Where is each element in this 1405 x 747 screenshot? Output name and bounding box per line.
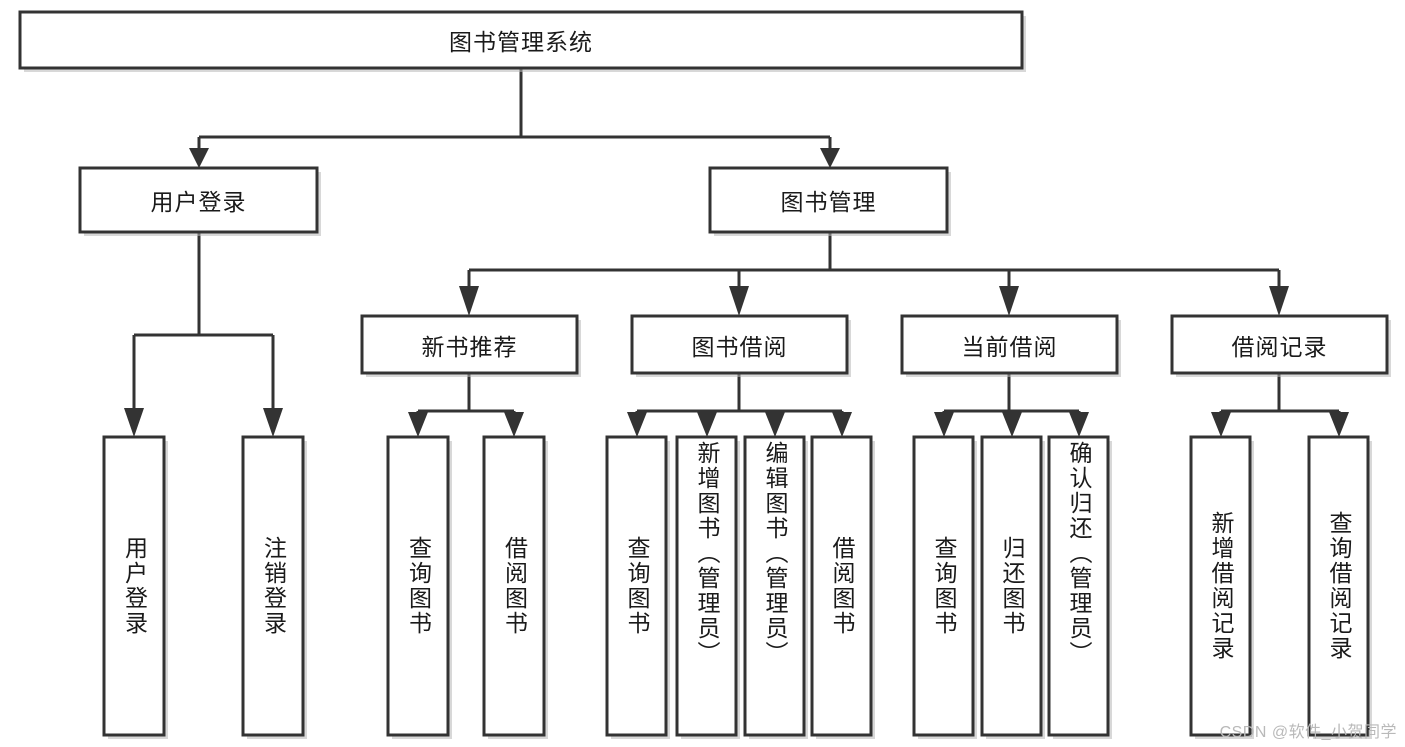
arrow-head-leaf-user-login (124, 408, 144, 437)
arrow-head-leaf-borrow-book-1 (504, 412, 524, 437)
box-leaf-query-record[interactable] (1307, 435, 1370, 737)
connector-group-new-book-rec-children (408, 373, 524, 437)
box-book-manage[interactable] (708, 166, 949, 234)
box-leaf-borrow-book-1[interactable] (482, 435, 546, 737)
box-leaf-confirm-return[interactable] (1047, 435, 1110, 737)
box-book-borrow[interactable] (630, 314, 849, 375)
arrow-head-leaf-query-book-1 (408, 412, 428, 437)
box-leaf-user-login[interactable] (102, 435, 166, 737)
box-root[interactable] (18, 10, 1024, 70)
arrow-head-leaf-edit-book (765, 412, 785, 437)
connector-group-user-login-children (124, 232, 283, 437)
arrow-head-leaf-add-record (1211, 412, 1231, 437)
arrow-head-leaf-borrow-book-2 (832, 412, 852, 437)
box-new-book-rec[interactable] (360, 314, 579, 375)
box-leaf-query-book-1[interactable] (386, 435, 450, 737)
connector-group-book-manage (459, 232, 1289, 316)
box-leaf-add-record[interactable] (1189, 435, 1252, 737)
arrow-head-user-login (189, 148, 209, 168)
box-leaf-add-book[interactable] (675, 435, 738, 737)
connector-group-root (189, 68, 840, 168)
box-current-borrow[interactable] (900, 314, 1119, 375)
arrow-head-leaf-logout (263, 408, 283, 437)
arrow-head-borrow-record (1269, 286, 1289, 316)
arrow-head-leaf-query-record (1329, 412, 1349, 437)
box-borrow-record[interactable] (1170, 314, 1389, 375)
arrow-head-leaf-return-book (1002, 412, 1022, 437)
connector-group-borrow-record-children (1211, 373, 1349, 437)
box-leaf-borrow-book-2[interactable] (810, 435, 873, 737)
arrow-head-leaf-query-book-2 (627, 412, 647, 437)
box-leaf-query-book-3[interactable] (912, 435, 975, 737)
arrow-head-book-borrow (729, 286, 749, 316)
box-leaf-logout[interactable] (241, 435, 305, 737)
arrow-head-new-book-rec (459, 286, 479, 316)
box-leaf-edit-book[interactable] (743, 435, 806, 737)
arrow-head-current-borrow (999, 286, 1019, 316)
box-leaf-return-book[interactable] (980, 435, 1043, 737)
connector-group-current-borrow-children (934, 373, 1089, 437)
arrow-head-leaf-add-book (697, 412, 717, 437)
arrow-head-leaf-confirm-return (1069, 412, 1089, 437)
box-leaf-query-book-2[interactable] (605, 435, 668, 737)
arrow-head-leaf-query-book-3 (934, 412, 954, 437)
box-user-login[interactable] (78, 166, 319, 234)
arrow-head-book-manage (820, 148, 840, 168)
connector-group-book-borrow-children (627, 373, 852, 437)
